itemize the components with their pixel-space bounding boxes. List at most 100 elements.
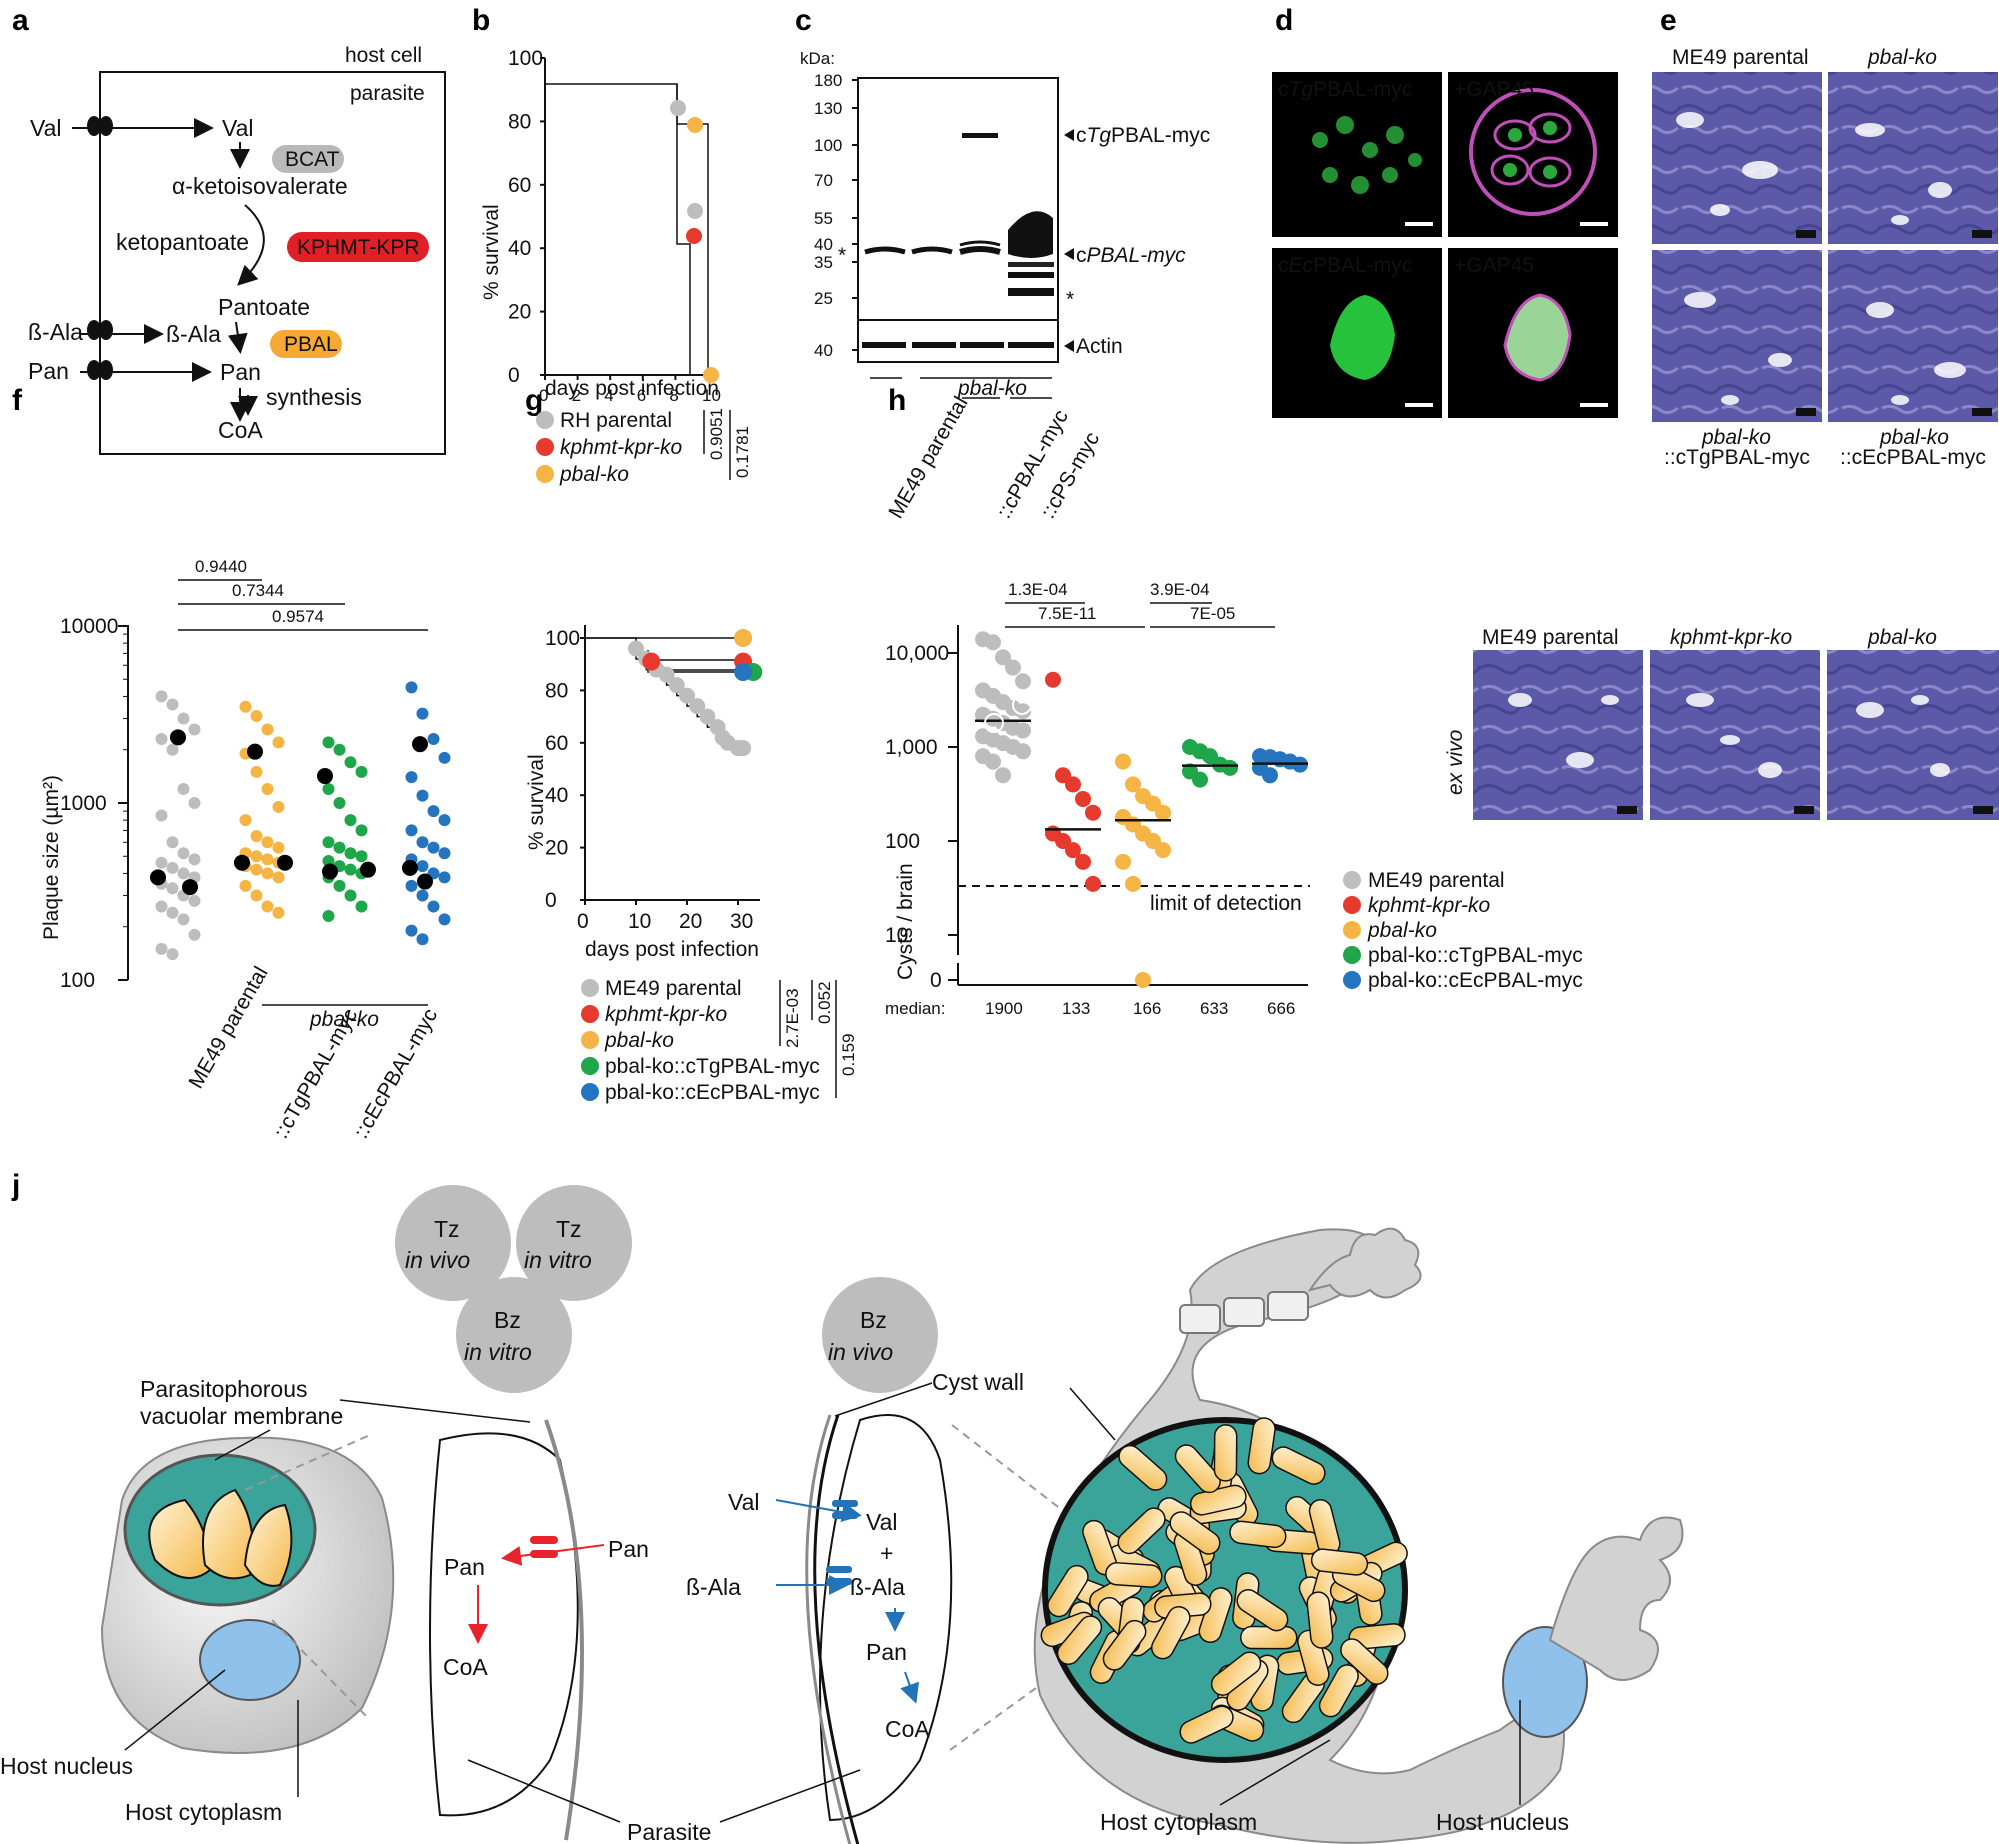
h-point <box>1125 875 1141 892</box>
ketopantoate-label: ketopantoate <box>116 229 249 255</box>
i-label-1: ME49 parental <box>1482 626 1619 649</box>
h-point <box>1015 743 1031 760</box>
pantoate-label: Pantoate <box>218 294 310 320</box>
f-point <box>333 879 346 892</box>
h-point <box>985 753 1001 770</box>
g-point-parental <box>658 666 675 683</box>
b-xtick: 0 <box>539 386 548 405</box>
f-pvalue-2: 0.7344 <box>232 581 284 600</box>
g-ytick: 0 <box>545 889 557 912</box>
h-point <box>995 767 1011 784</box>
f-point-mean <box>417 873 433 890</box>
b-legend-1: RH parental <box>560 409 672 432</box>
h-legend-5: pbal-ko::cEcPBAL-myc <box>1368 969 1583 992</box>
h-legend: ME49 parental kphmt-kpr-ko pbal-ko pbal-… <box>1343 869 1583 992</box>
b-xtick: 2 <box>572 386 581 405</box>
f-point <box>416 789 429 802</box>
f-point <box>166 836 179 849</box>
f-point <box>261 723 274 736</box>
f-point <box>188 928 201 941</box>
g-point-kphmt <box>642 652 661 671</box>
pbal-label: PBAL <box>284 333 338 356</box>
f-point-mean <box>317 768 333 785</box>
g-pvalue-2: 0.052 <box>815 981 834 1024</box>
f-pvalue-3: 0.9574 <box>272 607 324 626</box>
i-img-2 <box>1650 650 1820 820</box>
f-point <box>322 909 335 922</box>
j-blue-val-in: Val <box>866 1509 898 1535</box>
f-xlabel-1: ME49 parental <box>184 963 272 1093</box>
f-point <box>261 867 274 880</box>
e-img-4 <box>1828 250 1998 422</box>
e-img-2 <box>1828 72 1998 244</box>
j-bz-vitro-2: in vitro <box>464 1339 532 1365</box>
c-tick: 70 <box>814 171 833 190</box>
f-point <box>416 889 429 902</box>
f-point <box>155 809 168 822</box>
h-point <box>1085 804 1101 821</box>
g-xtick: 20 <box>679 910 702 933</box>
i-label-3: pbal-ko <box>1867 626 1937 649</box>
f-point <box>155 856 168 869</box>
val-out: Val <box>30 115 62 141</box>
j-bz-vivo-1: Bz <box>860 1307 887 1333</box>
c-tick: 180 <box>814 71 842 90</box>
b-ytick: 40 <box>508 237 531 260</box>
h-point <box>1015 703 1031 720</box>
h-pvalue-2: 7.5E-11 <box>1038 604 1096 623</box>
h-point <box>1155 842 1171 859</box>
f-point <box>272 841 285 854</box>
g-ytick: 40 <box>545 784 568 807</box>
b-legend: RH parental kphmt-kpr-ko pbal-ko <box>536 409 682 486</box>
f-point <box>322 836 335 849</box>
g-point-parental <box>628 640 644 657</box>
f-point <box>438 847 451 860</box>
b-legend-3: pbal-ko <box>559 463 629 486</box>
f-ytick: 1000 <box>60 792 107 815</box>
g-xtick: 0 <box>577 910 589 933</box>
c-kda: kDa: <box>800 49 835 68</box>
f-point-mean <box>234 854 250 871</box>
f-point <box>322 782 335 795</box>
f-point <box>188 797 201 809</box>
b-point-rh-1 <box>670 100 686 116</box>
f-point <box>155 900 168 913</box>
h-point-zero <box>1135 972 1151 988</box>
f-point-mean <box>322 863 338 880</box>
h-point <box>1075 853 1091 870</box>
f-point <box>272 736 285 749</box>
d-gap45-top: +GAP45 <box>1454 78 1534 101</box>
j-host-cyto-left: Host cytoplasm <box>125 1799 282 1825</box>
f-point <box>188 894 201 907</box>
h-point <box>1065 842 1081 859</box>
d-img-tg-merge <box>1448 72 1618 237</box>
j-host-cyto-right: Host cytoplasm <box>1100 1809 1257 1835</box>
b-point-rh-2 <box>687 203 703 219</box>
f-point <box>333 743 346 756</box>
j-red-pan-out: Pan <box>608 1536 649 1562</box>
j-host-nucleus-right: Host nucleus <box>1436 1809 1569 1835</box>
g-point-parental <box>689 698 706 715</box>
f-point <box>405 824 418 837</box>
f-point-mean <box>360 861 376 878</box>
e-bottom-1b: ::cTgPBAL-myc <box>1664 446 1810 469</box>
c-star-black: * <box>838 244 846 267</box>
f-point <box>166 906 179 919</box>
f-point <box>166 861 179 874</box>
host-cell-label: host cell <box>345 44 422 67</box>
h-point <box>1085 875 1101 892</box>
f-point <box>416 860 429 873</box>
b-xtick: 10 <box>702 386 721 405</box>
f-point <box>177 847 190 860</box>
b-ytick: 60 <box>508 174 531 197</box>
g-point-ec <box>734 663 753 682</box>
c-tick-actin: 40 <box>814 341 833 360</box>
g-pvalue-1: 2.7E-03 <box>783 988 802 1048</box>
f-point <box>166 882 179 895</box>
h-point <box>995 649 1011 666</box>
panel-label-b: b <box>472 4 490 37</box>
h-pvalue-4: 7E-05 <box>1190 604 1235 623</box>
f-point-mean <box>182 879 198 896</box>
f-point <box>166 698 179 711</box>
parasite-box <box>99 71 446 455</box>
